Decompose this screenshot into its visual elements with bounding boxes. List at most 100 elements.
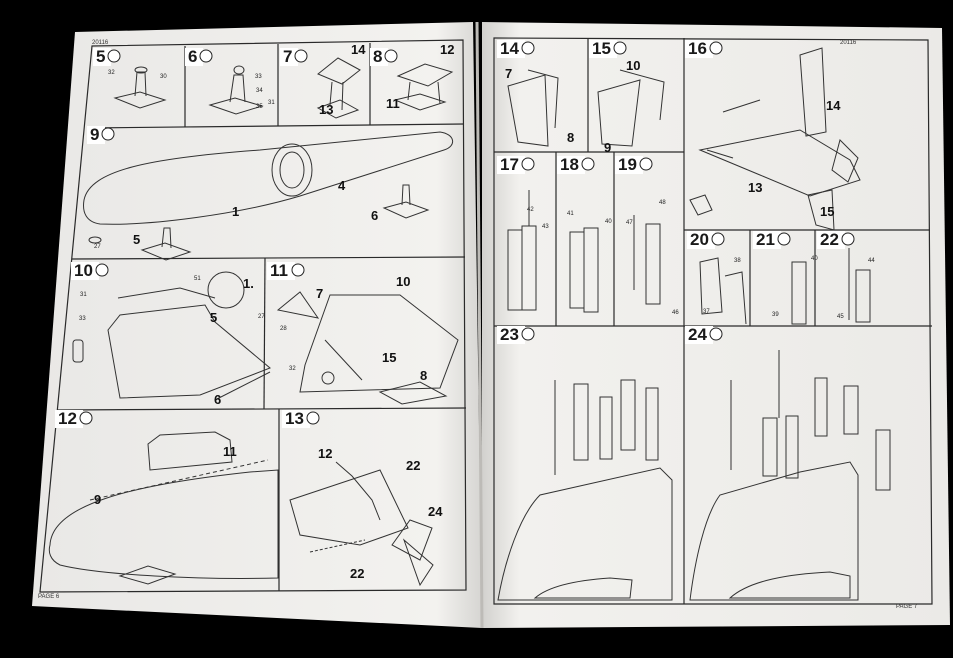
step-badge bbox=[370, 48, 388, 66]
step-badge bbox=[685, 326, 713, 344]
step-number: 16 bbox=[688, 39, 707, 58]
step-badge bbox=[185, 48, 203, 66]
part-callout: 39 bbox=[772, 312, 779, 318]
part-callout: 51 bbox=[194, 276, 201, 282]
step-badge bbox=[497, 40, 525, 58]
part-callout: 34 bbox=[256, 88, 263, 94]
check-circle-icon bbox=[521, 157, 535, 171]
left-page-code: 20116 bbox=[92, 40, 109, 46]
left-page-footer: PAGE 6 bbox=[38, 594, 60, 600]
step-number: 17 bbox=[500, 155, 519, 174]
part-callout: 48 bbox=[659, 200, 666, 206]
part-callout: 6 bbox=[214, 392, 221, 407]
part-callout: 45 bbox=[837, 314, 844, 320]
part-callout: 13 bbox=[319, 102, 333, 117]
check-circle-icon bbox=[521, 327, 535, 341]
check-circle-icon bbox=[709, 41, 723, 55]
part-callout: 5 bbox=[133, 232, 140, 247]
check-circle-icon bbox=[306, 411, 320, 425]
right-drawings bbox=[497, 47, 891, 601]
step-number: 11 bbox=[270, 261, 288, 280]
step-number: 18 bbox=[560, 155, 579, 174]
part-callout: 27 bbox=[94, 244, 101, 250]
part-callout: 44 bbox=[868, 258, 875, 264]
step-badge bbox=[93, 48, 111, 66]
part-callout: 15 bbox=[382, 350, 396, 365]
step-number: 23 bbox=[500, 325, 519, 344]
check-circle-icon bbox=[79, 411, 93, 425]
part-callout: 33 bbox=[79, 316, 86, 322]
step-number: 12 bbox=[58, 409, 77, 428]
step-number: 22 bbox=[820, 230, 839, 249]
step-number: 24 bbox=[688, 325, 707, 344]
step-badge bbox=[615, 156, 643, 174]
part-callout: 46 bbox=[672, 310, 679, 316]
part-callout: 11 bbox=[386, 96, 400, 111]
step-number: 13 bbox=[285, 409, 304, 428]
part-callout: 40 bbox=[811, 256, 818, 262]
part-callout: 42 bbox=[527, 207, 534, 213]
part-callout: 47 bbox=[626, 220, 633, 226]
step-badge bbox=[280, 48, 298, 66]
part-callout: 35 bbox=[256, 104, 263, 110]
part-callout: 30 bbox=[160, 74, 167, 80]
part-callout: 32 bbox=[289, 366, 296, 372]
part-callout: 12 bbox=[318, 446, 332, 461]
part-callout: 33 bbox=[255, 74, 262, 80]
step-badge bbox=[71, 262, 99, 280]
part-callout: 8 bbox=[420, 368, 427, 383]
step-number: 9 bbox=[90, 125, 99, 144]
part-callout: 13 bbox=[748, 180, 762, 195]
part-callout: 4 bbox=[338, 178, 346, 193]
right-page-footer: PAGE 7 bbox=[896, 604, 918, 610]
part-callout: 31 bbox=[80, 292, 87, 298]
part-callout: 32 bbox=[108, 70, 115, 76]
step-number: 15 bbox=[592, 39, 611, 58]
part-callout: 27 bbox=[258, 314, 265, 320]
step-badge bbox=[267, 262, 295, 280]
part-callout: 24 bbox=[428, 504, 443, 519]
step-number: 7 bbox=[283, 47, 292, 66]
check-circle-icon bbox=[101, 127, 115, 141]
check-circle-icon bbox=[777, 232, 791, 246]
part-callout: 14 bbox=[351, 42, 366, 57]
part-callout: 14 bbox=[826, 98, 841, 113]
step-badge bbox=[685, 40, 713, 58]
step-number: 5 bbox=[96, 47, 105, 66]
step-number: 14 bbox=[500, 39, 519, 58]
part-callout: 37 bbox=[703, 309, 710, 315]
step-number: 10 bbox=[74, 261, 93, 280]
part-callout: 43 bbox=[542, 224, 549, 230]
step-number: 19 bbox=[618, 155, 637, 174]
step-number: 8 bbox=[373, 47, 382, 66]
check-circle-icon bbox=[95, 263, 109, 277]
part-callout: 38 bbox=[734, 258, 741, 264]
step-badge bbox=[55, 410, 83, 428]
part-callout: 10 bbox=[396, 274, 410, 289]
step-badge bbox=[497, 156, 525, 174]
part-callout: 10 bbox=[626, 58, 640, 73]
right-page bbox=[482, 22, 950, 628]
part-callout: 9 bbox=[94, 492, 101, 507]
step-badge bbox=[753, 231, 781, 249]
part-callout: 28 bbox=[280, 326, 287, 332]
right-page-code: 20116 bbox=[840, 40, 857, 46]
step-number: 21 bbox=[756, 230, 775, 249]
check-circle-icon bbox=[581, 157, 595, 171]
part-callout: 9 bbox=[604, 140, 611, 155]
check-circle-icon bbox=[199, 49, 213, 63]
part-callout: 41 bbox=[567, 211, 574, 217]
part-callout: 7 bbox=[505, 66, 512, 81]
part-callout: 15 bbox=[820, 204, 834, 219]
part-callout: 40 bbox=[605, 219, 612, 225]
step-badge bbox=[497, 326, 525, 344]
step-badge bbox=[282, 410, 310, 428]
part-callout: 12 bbox=[440, 42, 454, 57]
left-drawings bbox=[48, 57, 459, 587]
part-callout: 8 bbox=[567, 130, 574, 145]
check-circle-icon bbox=[613, 41, 627, 55]
check-circle-icon bbox=[521, 41, 535, 55]
step-badge bbox=[687, 231, 715, 249]
